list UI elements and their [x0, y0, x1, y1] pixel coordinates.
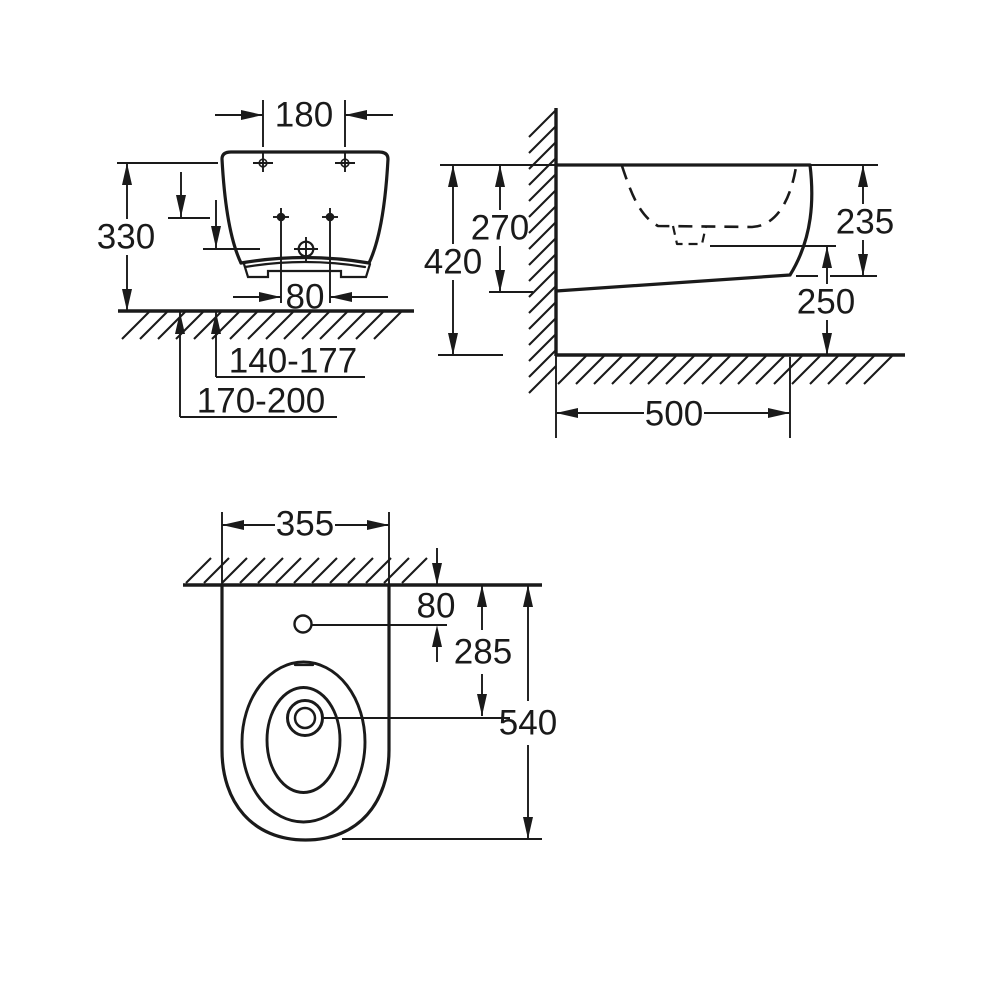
dimension-270: 270 [471, 165, 533, 293]
bidet-base-feet [242, 262, 372, 279]
dim-label-285: 285 [454, 633, 512, 672]
floor-hatch-side [557, 355, 893, 385]
dim-label-80-plan: 80 [417, 587, 456, 626]
bowl-hidden-outline [620, 165, 798, 229]
dim-label-170-200: 170-200 [197, 382, 325, 421]
mounting-hole-left [253, 153, 273, 172]
wall-hatch-side [528, 109, 557, 394]
dim-label-180: 180 [275, 96, 333, 135]
floor-hatch-front [121, 311, 402, 340]
dimension-80-front: 80 [233, 208, 388, 317]
dim-label-355: 355 [276, 505, 334, 544]
rim-outline [240, 660, 367, 824]
side-view: 420 270 235 250 500 [424, 108, 905, 438]
bidet-base-rim-inner [243, 260, 367, 269]
dim-label-270: 270 [471, 209, 529, 248]
drain-hole-front [294, 237, 318, 261]
dim-label-250: 250 [797, 283, 855, 322]
dim-label-330: 330 [97, 218, 155, 257]
dimension-540: 540 [499, 585, 557, 839]
dimension-330: 330 [97, 162, 218, 311]
bidet-outline-side [554, 163, 814, 293]
dim-label-235: 235 [836, 203, 894, 242]
dimension-355: 355 [221, 505, 390, 585]
dimension-235: 235 [836, 165, 894, 276]
mounting-hole-right [335, 153, 355, 172]
plan-view: 355 80 285 540 [183, 505, 557, 842]
dim-label-80-front: 80 [286, 278, 325, 317]
dimension-180: 180 [215, 96, 393, 147]
dimension-285: 285 [454, 585, 512, 716]
dimension-170-200: 170-200 [175, 312, 337, 421]
trap-hidden-outline [671, 225, 708, 246]
basin-outline [265, 686, 342, 794]
dimension-420: 420 [424, 165, 503, 356]
dimension-500: 500 [556, 357, 791, 438]
dimension-140-177: 140-177 [211, 312, 365, 381]
dim-label-420: 420 [424, 243, 482, 282]
dim-label-140-177: 140-177 [229, 342, 357, 381]
tap-hole [293, 614, 313, 634]
level-indicator-arrows [168, 172, 260, 250]
dimension-80-plan: 80 [417, 548, 456, 662]
bidet-outline-front [220, 150, 390, 265]
bidet-base-rim [239, 255, 371, 265]
front-view: 180 330 80 140-177 [97, 96, 414, 421]
wall-hatch-plan [185, 557, 428, 584]
bidet-outline-plan [220, 583, 391, 842]
dim-label-540: 540 [499, 704, 557, 743]
dim-label-500: 500 [645, 395, 703, 434]
drain-hole-plan [286, 699, 324, 737]
dimension-250: 250 [797, 246, 855, 355]
